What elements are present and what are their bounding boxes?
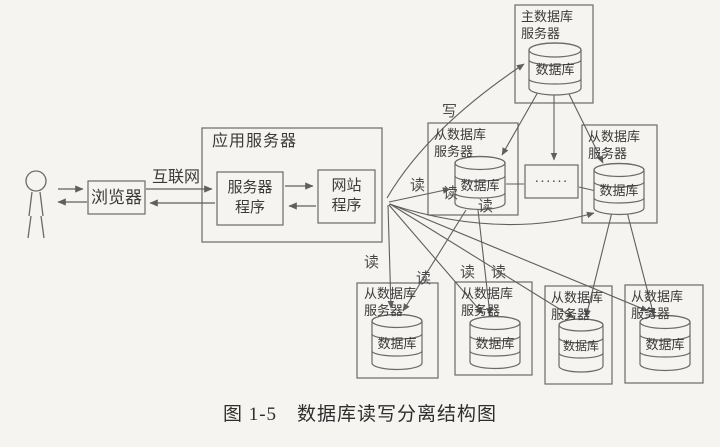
mid-right-db-label: 数据库 bbox=[599, 183, 639, 198]
read-arrow-slave-mid-left bbox=[388, 187, 451, 203]
read-arrow-slave-2 bbox=[388, 204, 484, 315]
mid-left-db-label: 数据库 bbox=[460, 178, 500, 193]
slave1-db-label: 数据库 bbox=[377, 336, 417, 351]
slave-db-server-box-mid-right bbox=[581, 124, 658, 224]
slave1-db-cylinder bbox=[371, 313, 423, 371]
mid-left-to-slave2-arrow bbox=[477, 209, 493, 316]
mid-right-db-cylinder bbox=[593, 162, 645, 216]
mid-left-to-slave1-arrow bbox=[402, 209, 467, 312]
slave4-db-cylinder bbox=[639, 314, 691, 372]
slave-db-server-box-3 bbox=[544, 285, 613, 385]
server-program-box bbox=[216, 171, 284, 226]
read-label-3: 读 bbox=[478, 199, 494, 215]
mid-right-slave-title: 从数据库 服务器 bbox=[588, 129, 641, 161]
read-arrow-slave-1 bbox=[387, 204, 395, 309]
master-to-mid-left-arrow bbox=[501, 91, 539, 156]
browser-label: 浏览器 bbox=[91, 188, 142, 207]
read-arrow-slave-mid-right bbox=[388, 203, 595, 226]
master-db-label: 数据库 bbox=[535, 62, 575, 77]
ellipsis-box bbox=[524, 164, 579, 199]
mid-left-slave-title: 从数据库 服务器 bbox=[434, 127, 487, 159]
app-server-box bbox=[201, 127, 383, 243]
slave-db-server-box-1 bbox=[356, 282, 439, 379]
user-figure bbox=[25, 170, 47, 239]
read-write-arrows bbox=[386, 63, 649, 319]
slave2-db-label: 数据库 bbox=[475, 336, 515, 351]
server-program-label: 服务器 程序 bbox=[227, 180, 273, 216]
read-label-5: 读 bbox=[416, 271, 432, 287]
website-program-label: 网站 程序 bbox=[331, 178, 362, 214]
slave3-db-label: 数据库 bbox=[562, 339, 599, 353]
write-arrow bbox=[386, 63, 525, 199]
app-server-title: 应用服务器 bbox=[212, 133, 298, 150]
read-arrow-slave-3 bbox=[389, 203, 575, 319]
slave4-db-label: 数据库 bbox=[645, 337, 685, 352]
mid-right-to-slave3-arrow bbox=[584, 211, 613, 318]
slave-db-server-box-4 bbox=[624, 284, 704, 384]
mid-right-to-slave4-arrow bbox=[626, 211, 656, 317]
slave-db-server-box-mid-left bbox=[427, 122, 519, 216]
website-program-box bbox=[317, 169, 376, 224]
internet-label: 互联网 bbox=[151, 169, 200, 186]
master-db-server-title: 主数据库 服务器 bbox=[521, 9, 574, 41]
slave1-title: 从数据库 服务器 bbox=[364, 286, 417, 318]
read-label-7: 读 bbox=[491, 265, 507, 281]
slave3-db-cylinder bbox=[558, 318, 604, 373]
mid-left-db-cylinder bbox=[454, 155, 506, 211]
replication-arrows bbox=[402, 91, 656, 318]
slave3-title: 从数据库 服务器 bbox=[551, 290, 604, 322]
ellipsis-to-mid-right-line bbox=[578, 186, 597, 192]
browser-box bbox=[87, 180, 146, 215]
ellipsis-label: ······ bbox=[534, 175, 569, 190]
read-label-2: 读 bbox=[443, 186, 459, 202]
slave-db-server-box-2 bbox=[454, 281, 533, 376]
write-label: 写 bbox=[442, 104, 458, 120]
read-label-4: 读 bbox=[364, 255, 380, 271]
figure-caption: 图 1-5 数据库读写分离结构图 bbox=[222, 404, 498, 425]
db-cylinders bbox=[371, 42, 691, 373]
read-label-1: 读 bbox=[410, 178, 426, 194]
read-arrow-slave-4 bbox=[389, 203, 649, 312]
slave4-title: 从数据库 服务器 bbox=[631, 289, 684, 321]
client-flow-arrows bbox=[57, 182, 316, 210]
slave2-db-cylinder bbox=[469, 315, 521, 370]
master-to-mid-right-arrow bbox=[567, 91, 604, 164]
master-db-cylinder bbox=[528, 42, 582, 96]
slave2-title: 从数据库 服务器 bbox=[461, 286, 514, 318]
read-label-6: 读 bbox=[460, 265, 476, 281]
